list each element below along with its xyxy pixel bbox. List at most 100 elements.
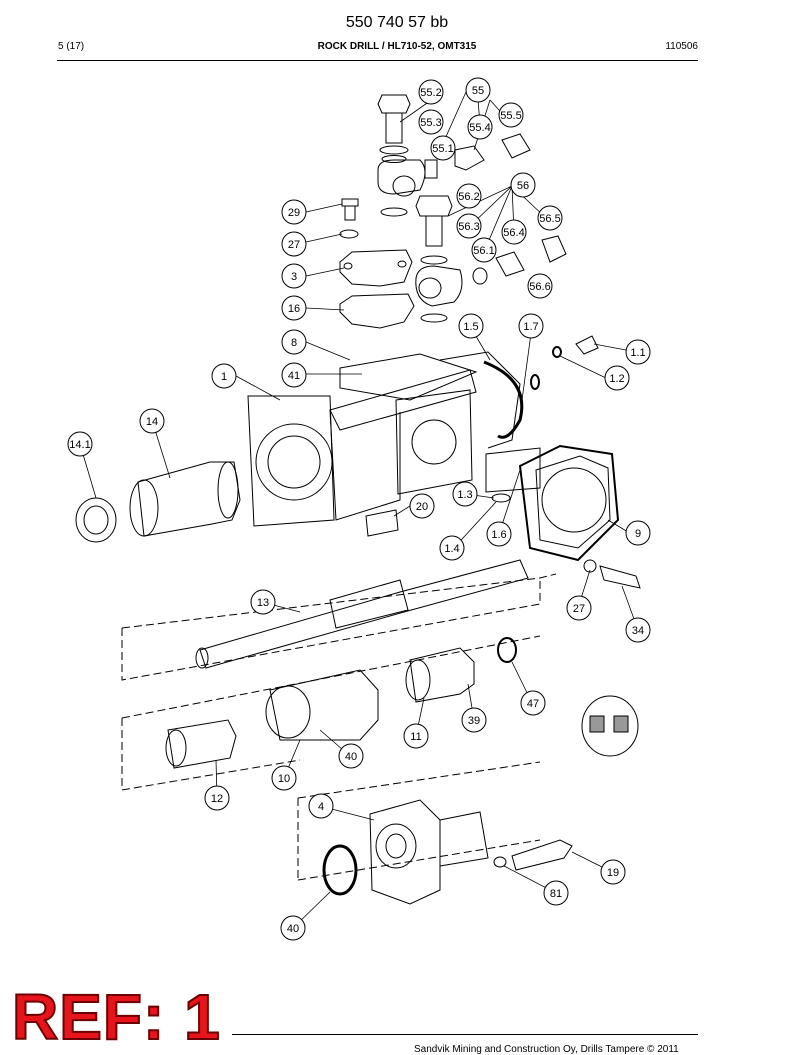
svg-text:13: 13 bbox=[257, 597, 269, 609]
part-12-sleeve bbox=[165, 719, 237, 769]
svg-text:40: 40 bbox=[345, 751, 357, 763]
svg-text:55.5: 55.5 bbox=[500, 110, 521, 122]
part-14-sleeve bbox=[129, 461, 241, 537]
part-10-bushing bbox=[265, 669, 379, 741]
part-11-bushing bbox=[405, 647, 475, 703]
svg-text:20: 20 bbox=[416, 501, 428, 513]
svg-text:55.4: 55.4 bbox=[469, 122, 490, 134]
callout-29: 29 bbox=[281, 199, 307, 225]
svg-text:14: 14 bbox=[146, 416, 158, 428]
svg-text:9: 9 bbox=[635, 528, 641, 540]
callout-39: 39 bbox=[461, 707, 487, 733]
callout-1-7: 1.7 bbox=[518, 313, 544, 339]
callout-19: 19 bbox=[600, 859, 626, 885]
callout-4: 4 bbox=[308, 793, 334, 819]
callout-56-3: 56.3 bbox=[456, 213, 482, 239]
svg-text:1.1: 1.1 bbox=[630, 347, 645, 359]
seal-detail-view bbox=[581, 695, 639, 757]
svg-text:47: 47 bbox=[527, 698, 539, 710]
svg-text:3: 3 bbox=[291, 271, 297, 283]
svg-text:12: 12 bbox=[211, 793, 223, 805]
callout-1-2: 1.2 bbox=[604, 365, 630, 391]
callout-41: 41 bbox=[281, 362, 307, 388]
callout-10: 10 bbox=[271, 765, 297, 791]
svg-text:55: 55 bbox=[472, 85, 484, 97]
svg-text:56.5: 56.5 bbox=[539, 213, 560, 225]
dashed-guide-13 bbox=[121, 573, 557, 629]
header-divider bbox=[57, 60, 698, 61]
callout-40: 40 bbox=[338, 743, 364, 769]
svg-text:11: 11 bbox=[410, 731, 421, 743]
part-27-washer-b bbox=[583, 559, 597, 573]
part-40-oring-large bbox=[322, 844, 358, 896]
leader-lines bbox=[79, 91, 639, 929]
callout-81: 81 bbox=[543, 880, 569, 906]
callout-27-b: 27 bbox=[566, 595, 592, 621]
callout-55: 55 bbox=[465, 77, 491, 103]
svg-text:1.2: 1.2 bbox=[609, 373, 624, 385]
callout-55-3: 55.3 bbox=[418, 109, 444, 135]
callout-55-1: 55.1 bbox=[430, 135, 456, 161]
svg-text:27: 27 bbox=[288, 239, 300, 251]
callout-12: 12 bbox=[204, 785, 230, 811]
callout-56-4: 56.4 bbox=[501, 219, 527, 245]
callout-1-3: 1.3 bbox=[452, 481, 478, 507]
part-29-bolt-head bbox=[341, 198, 359, 207]
callout-55-2: 55.2 bbox=[418, 79, 444, 105]
document-number: 550 740 57 bb bbox=[345, 14, 449, 31]
callouts: 55.2 55 55.3 55.5 55.4 55.1 56 56.2 56.3… bbox=[67, 77, 651, 941]
svg-text:34: 34 bbox=[632, 625, 644, 637]
callout-1-1: 1.1 bbox=[625, 339, 651, 365]
part-16-gasket bbox=[339, 293, 415, 329]
part-3-cover bbox=[339, 249, 413, 287]
callout-20: 20 bbox=[409, 493, 435, 519]
callout-55-5: 55.5 bbox=[498, 102, 524, 128]
svg-text:19: 19 bbox=[607, 867, 619, 879]
callout-27: 27 bbox=[281, 231, 307, 257]
svg-text:14.1: 14.1 bbox=[69, 439, 90, 451]
part-19-bolt bbox=[511, 839, 573, 871]
svg-text:81: 81 bbox=[550, 888, 562, 900]
svg-text:1.6: 1.6 bbox=[491, 529, 506, 541]
svg-text:1: 1 bbox=[221, 371, 227, 383]
svg-text:29: 29 bbox=[288, 207, 300, 219]
date-code: 110506 bbox=[665, 41, 698, 52]
svg-text:1.7: 1.7 bbox=[523, 321, 538, 333]
svg-text:1.5: 1.5 bbox=[463, 321, 478, 333]
callout-9: 9 bbox=[625, 520, 651, 546]
callout-13: 13 bbox=[250, 589, 276, 615]
svg-text:1.4: 1.4 bbox=[444, 543, 459, 555]
callout-56-1: 56.1 bbox=[471, 237, 497, 263]
callout-1-4: 1.4 bbox=[439, 535, 465, 561]
svg-text:56.3: 56.3 bbox=[458, 221, 479, 233]
part-13-piston bbox=[195, 559, 529, 669]
svg-text:10: 10 bbox=[278, 773, 290, 785]
callout-14-1: 14.1 bbox=[67, 431, 93, 457]
part-9-cover bbox=[518, 444, 620, 562]
svg-text:56.2: 56.2 bbox=[458, 191, 479, 203]
callout-8: 8 bbox=[281, 329, 307, 355]
callout-56-6: 56.6 bbox=[527, 273, 553, 299]
svg-text:8: 8 bbox=[291, 337, 297, 349]
part-81-washer bbox=[493, 856, 507, 868]
callout-16: 16 bbox=[281, 295, 307, 321]
callout-56-5: 56.5 bbox=[537, 205, 563, 231]
svg-text:27: 27 bbox=[573, 603, 585, 615]
part-55-assembly bbox=[377, 94, 531, 217]
callout-11: 11 bbox=[403, 723, 429, 749]
part-1-3-oring bbox=[491, 493, 511, 503]
svg-text:40: 40 bbox=[287, 923, 299, 935]
callout-56-2: 56.2 bbox=[456, 183, 482, 209]
page-indicator: 5 (17) bbox=[58, 41, 85, 52]
callout-14: 14 bbox=[139, 408, 165, 434]
callout-56: 56 bbox=[510, 172, 536, 198]
page-title: ROCK DRILL / HL710-52, OMT315 bbox=[317, 41, 477, 52]
ref-stamp: REF: 1 bbox=[11, 981, 221, 1053]
part-4-front-head bbox=[369, 799, 489, 905]
part-34-screw bbox=[599, 565, 641, 589]
svg-text:55.3: 55.3 bbox=[420, 117, 441, 129]
callout-34: 34 bbox=[625, 617, 651, 643]
part-56-assembly bbox=[415, 195, 567, 323]
svg-text:56.4: 56.4 bbox=[503, 227, 524, 239]
